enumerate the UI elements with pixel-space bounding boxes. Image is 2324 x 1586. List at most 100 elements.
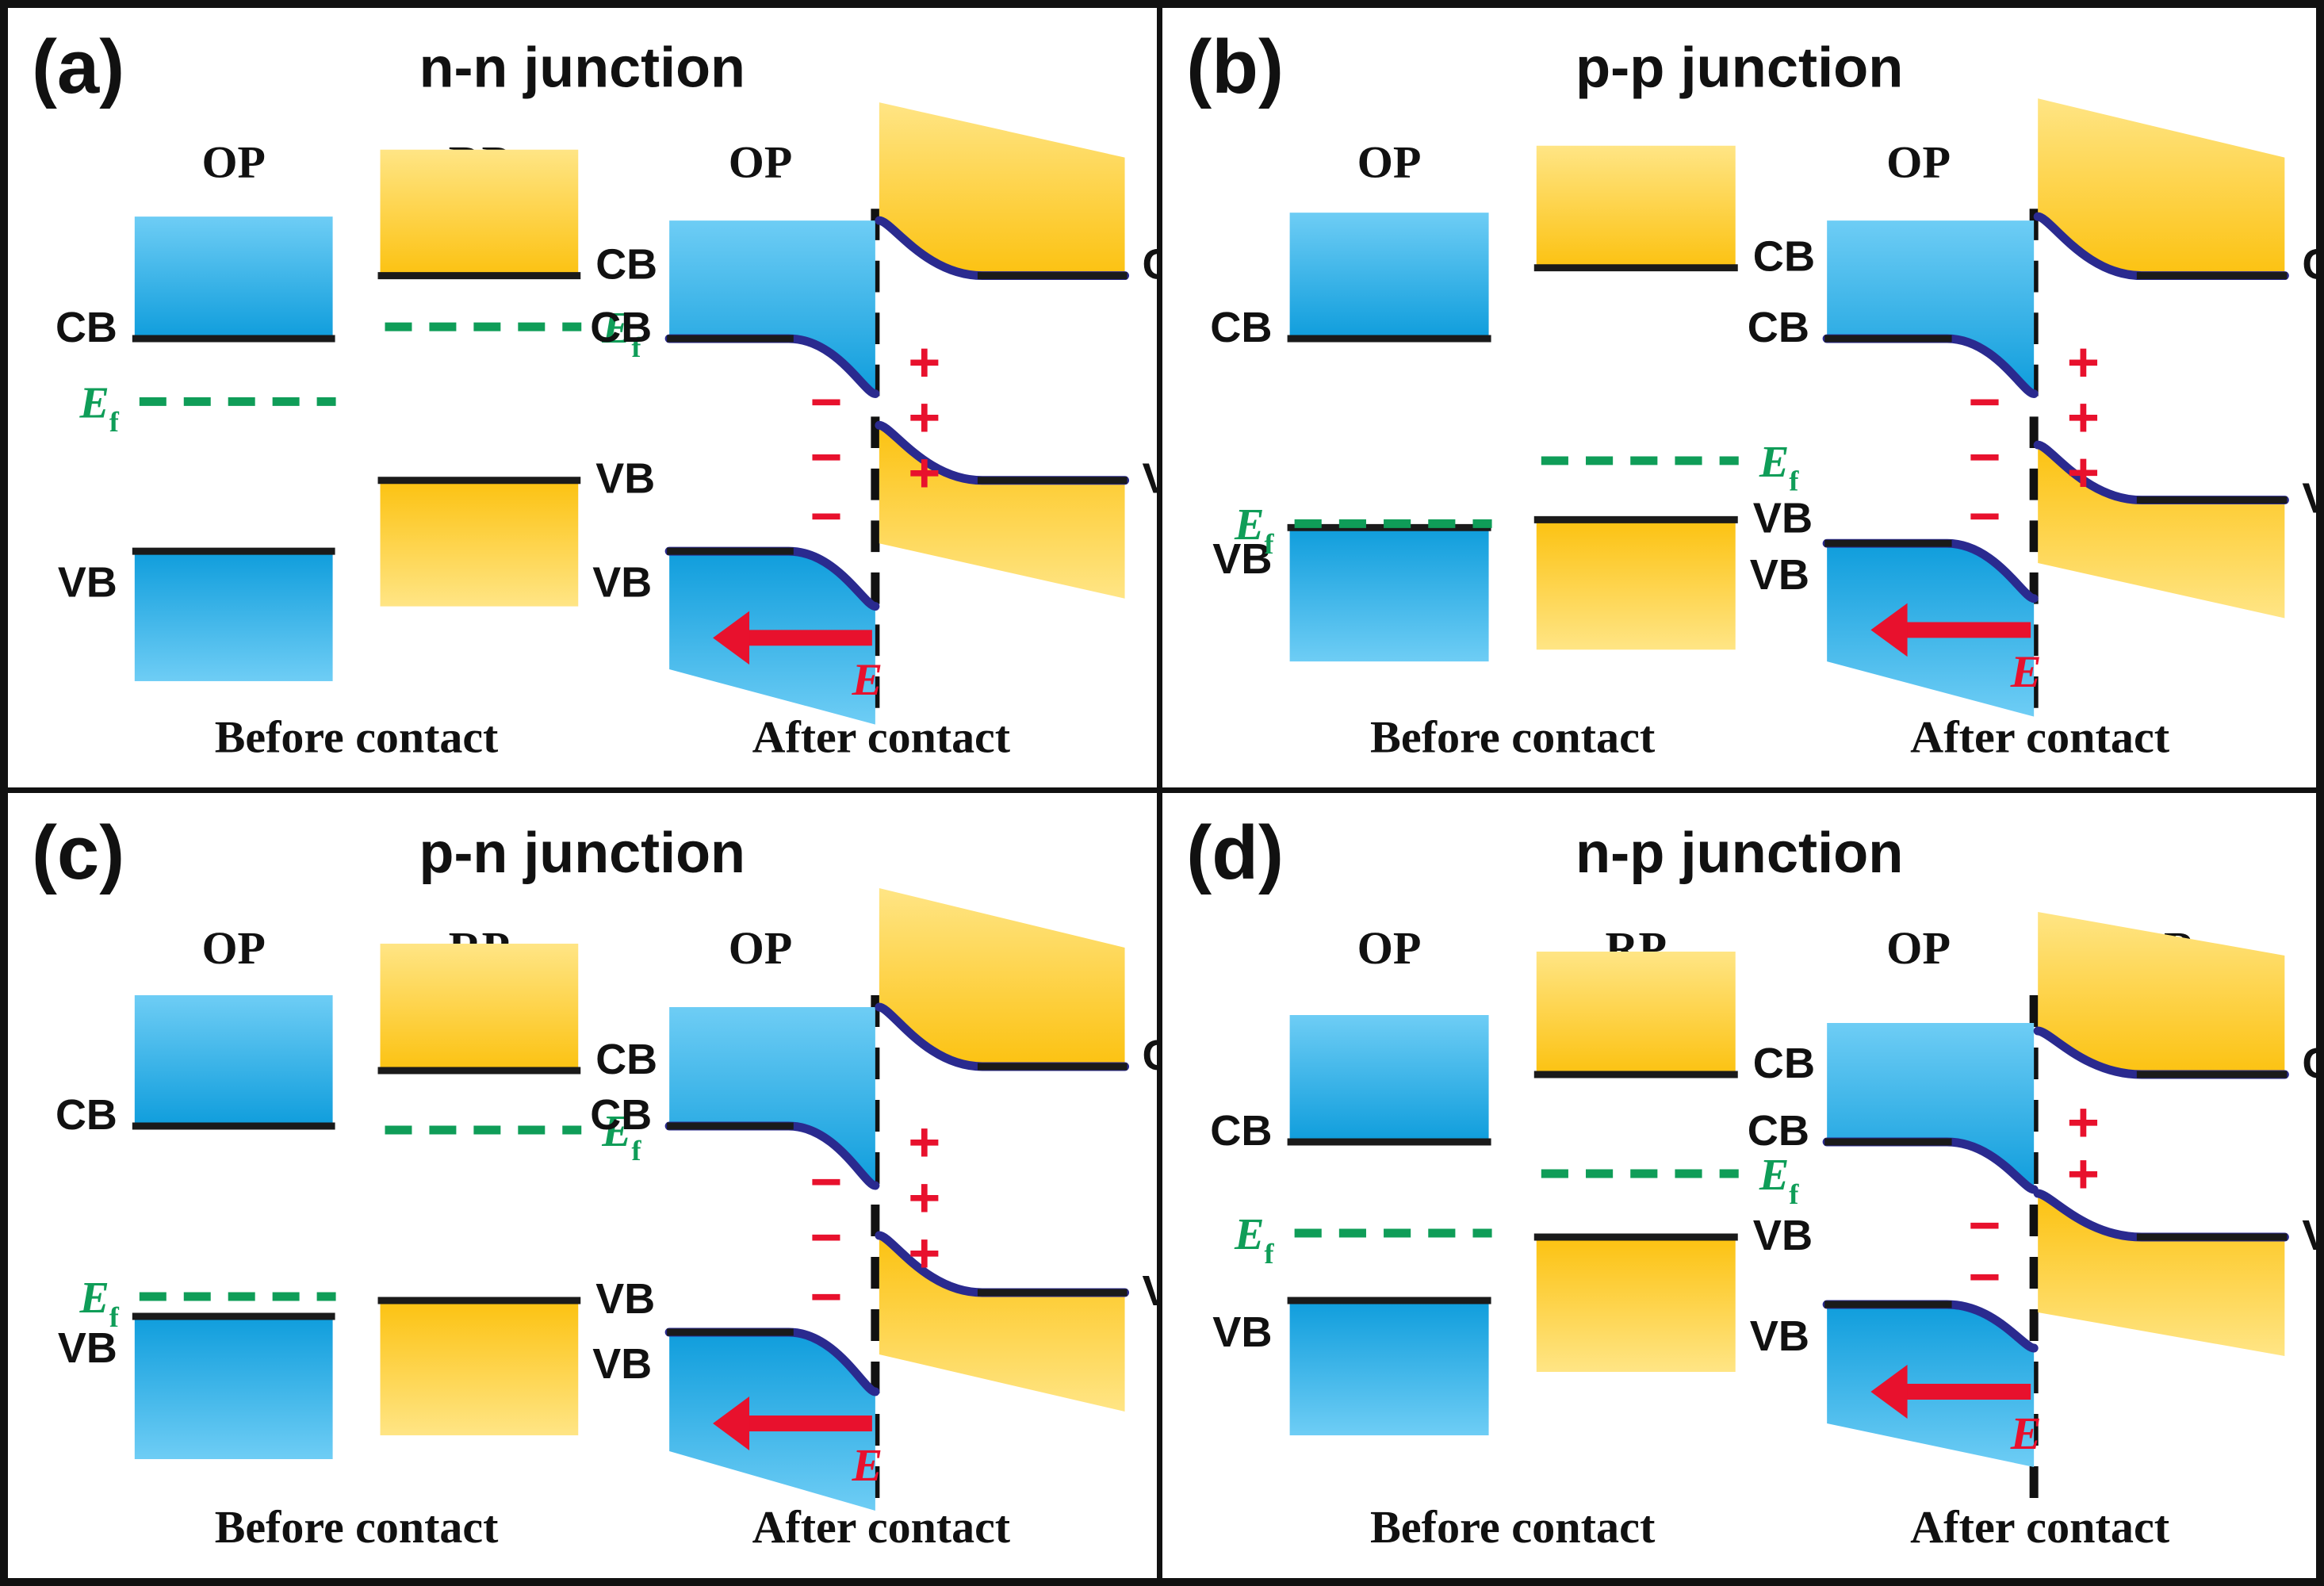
op-fermi-level-before: Ef (1233, 1210, 1492, 1270)
negative-charge-3: − (810, 1266, 843, 1327)
rp-valence-band-before (1533, 515, 1738, 650)
negative-charge-3: − (1968, 485, 2000, 547)
negative-charge-1: − (810, 371, 843, 433)
rp-cb-label-before: CB (595, 1036, 657, 1083)
op-fermi-level-before: Ef (79, 378, 336, 438)
rp-conduction-band-before (1533, 145, 1738, 272)
negative-charge-2: − (1968, 1246, 2000, 1308)
op-cb-label-before: CB (1210, 1107, 1272, 1155)
rp-vb-label-after: VB (2302, 475, 2316, 523)
rp-conduction-band-after (2033, 98, 2289, 281)
panel-identifier: (d) (1186, 810, 1284, 895)
negative-charge-1: − (1968, 371, 2000, 433)
op-vb-label-after: VB (1749, 551, 1809, 599)
op-label-before: OP (1357, 922, 1421, 974)
rp-valence-band-before (1533, 1233, 1738, 1372)
op-cb-label-after: CB (1747, 304, 1809, 351)
electric-field-arrow: E (1870, 1365, 2041, 1459)
electric-field-arrow: E (713, 611, 883, 705)
panel-identifier: (a) (32, 25, 124, 109)
op-vb-label-after: VB (592, 1340, 652, 1388)
positive-charge-2: + (908, 386, 940, 448)
op-conduction-band-after (1822, 220, 2039, 398)
panel-identifier: (c) (32, 810, 124, 895)
electric-field-label: E (852, 1439, 883, 1491)
op-label-after: OP (1886, 922, 1951, 974)
after-contact-caption: After contact (1910, 711, 2170, 763)
op-conduction-band-before (132, 216, 335, 343)
before-contact-caption: Before contact (215, 1501, 499, 1553)
rp-vb-label-before: VB (1752, 1212, 1812, 1259)
op-vb-label-before: VB (1212, 1308, 1272, 1356)
rp-conduction-band-after (875, 888, 1130, 1071)
positive-charge-1: + (908, 1111, 940, 1173)
panel-title: n-n junction (419, 36, 745, 99)
op-vb-label-before: VB (58, 559, 117, 607)
op-conduction-band-after (1822, 1023, 2039, 1194)
fermi-level-label: Ef (1233, 1210, 1274, 1270)
rp-vb-label-before: VB (595, 455, 655, 503)
rp-fermi-level-before: Ef (1541, 1151, 1799, 1210)
op-vb-label-before: VB (1212, 535, 1272, 583)
op-cb-label-before: CB (1210, 304, 1272, 351)
op-valence-band-before (1287, 1297, 1491, 1435)
op-label-after: OP (729, 922, 792, 974)
panel-title: n-p junction (1575, 822, 1903, 885)
positive-charge-1: + (2066, 331, 2099, 393)
op-conduction-band-after (664, 1007, 880, 1190)
rp-conduction-band-before (1533, 952, 1738, 1078)
rp-vb-label-after: VB (2302, 1212, 2316, 1259)
op-conduction-band-before (1287, 213, 1491, 343)
fermi-level-label: Ef (79, 378, 120, 438)
op-vb-label-before: VB (58, 1324, 117, 1372)
positive-charge-1: + (908, 331, 940, 393)
rp-vb-label-before: VB (1752, 495, 1812, 542)
rp-cb-label-before: CB (1752, 233, 1814, 281)
after-contact-caption: After contact (752, 1501, 1011, 1553)
op-label-after: OP (729, 138, 792, 188)
rp-fermi-level-before: Ef (1541, 438, 1799, 497)
op-valence-band-before (1287, 523, 1491, 662)
op-cb-label-after: CB (1747, 1107, 1809, 1155)
before-contact-caption: Before contact (1370, 711, 1656, 763)
negative-charge-2: − (810, 426, 843, 488)
rp-valence-band-before (377, 477, 581, 607)
rp-conduction-band-after (2033, 912, 2289, 1079)
op-conduction-band-after (664, 220, 880, 398)
positive-charge-2: + (908, 1167, 940, 1228)
op-vb-label-after: VB (1749, 1312, 1809, 1360)
negative-charge-2: − (810, 1206, 843, 1268)
before-contact-caption: Before contact (215, 712, 499, 762)
negative-charge-3: − (810, 485, 843, 547)
op-cb-label-after: CB (590, 1091, 652, 1139)
op-cb-label-after: CB (590, 304, 652, 351)
before-contact-caption: Before contact (1369, 1501, 1655, 1553)
rp-valence-band-after (875, 420, 1130, 599)
rp-cb-label-after: CB (2302, 241, 2316, 289)
rp-vb-label-after: VB (1143, 1267, 1157, 1315)
op-valence-band-before (132, 1312, 335, 1459)
op-cb-label-before: CB (56, 304, 117, 351)
electric-field-label: E (2009, 1408, 2041, 1459)
rp-valence-band-before (377, 1297, 581, 1435)
after-contact-caption: After contact (1910, 1501, 2170, 1553)
panel-identifier: (b) (1186, 25, 1284, 109)
op-valence-band-before (132, 547, 335, 681)
rp-cb-label-after: CB (2302, 1040, 2316, 1087)
rp-valence-band-after (875, 1231, 1130, 1412)
electric-field-label: E (2009, 646, 2041, 697)
rp-conduction-band-after (875, 102, 1130, 281)
fermi-level-label: Ef (1758, 438, 1799, 497)
negative-charge-1: − (810, 1151, 843, 1212)
rp-vb-label-after: VB (1143, 455, 1157, 503)
op-label-before: OP (1357, 136, 1421, 188)
panel-title: p-n junction (419, 822, 745, 885)
